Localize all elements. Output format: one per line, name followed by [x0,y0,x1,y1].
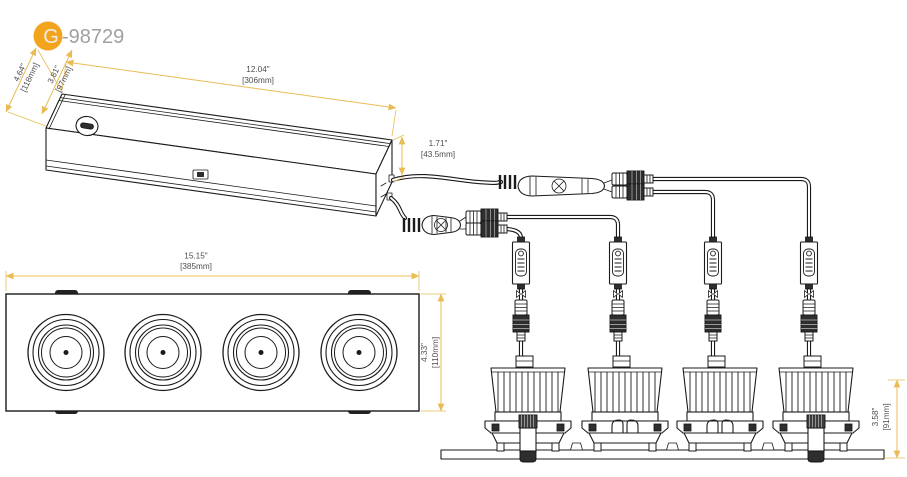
svg-text:[110mm]: [110mm] [431,337,440,368]
logo-letter: G [43,26,59,48]
svg-text:12.04": 12.04" [246,65,269,74]
downlight-module-3 [676,355,764,452]
dim-driver-height: 1.71" [43.5mm] [421,139,455,159]
svg-text:[306mm]: [306mm] [242,76,274,85]
inline-connector-module [799,236,819,290]
dim-driver-overall-width: 4.64" [118mm] [12,61,41,93]
inline-connector-module [703,236,723,290]
logo-number: -98729 [62,26,124,48]
cable-harness [391,170,809,238]
downlight-module-2 [581,355,669,452]
fixture-side-view [440,355,885,463]
driver-end-face [375,139,393,217]
y-splitter-lower [402,208,508,238]
connector-pair [465,220,508,238]
connector-pair [611,183,654,201]
drop-1 [511,236,531,357]
drop-3 [703,236,723,357]
svg-text:4.33": 4.33" [420,343,429,362]
drop-4 [799,236,819,357]
logo: G -98729 [33,21,124,51]
dim-faceplate-width: 4.33" [110mm] [420,337,440,368]
y-splitter-upper [498,170,654,201]
dim-driver-length: 12.04" [306mm] [242,65,274,85]
svg-text:15.15": 15.15" [184,252,207,261]
trim-plate [440,449,885,460]
faceplate-front-view [5,290,420,414]
connector-pair [512,299,530,342]
inline-connector-module [511,236,531,290]
driver-latch [192,169,209,180]
driver-knockout [75,115,99,137]
clamp-post [518,414,538,463]
svg-text:[385mm]: [385mm] [180,262,212,271]
svg-text:[43.5mm]: [43.5mm] [421,150,455,159]
led-driver-box [45,93,395,217]
splitter-emblem-icon [551,178,567,194]
svg-text:[91mm]: [91mm] [882,403,891,430]
dim-fixture-height: 3.58" [91mm] [871,403,891,430]
faceplate-outline [5,293,420,412]
logo-badge [33,21,63,51]
splitter-emblem-icon [434,218,448,232]
inline-connector-module [608,236,628,290]
clamp-post [806,414,826,463]
svg-text:1.71": 1.71" [429,139,448,148]
connector-pair [800,299,818,342]
connector-pair [704,299,722,342]
svg-text:3.58": 3.58" [871,407,880,426]
drop-2 [608,236,628,357]
connector-pair [609,299,627,342]
drop-cables [511,236,819,357]
dim-faceplate-length: 15.15" [385mm] [180,252,212,272]
